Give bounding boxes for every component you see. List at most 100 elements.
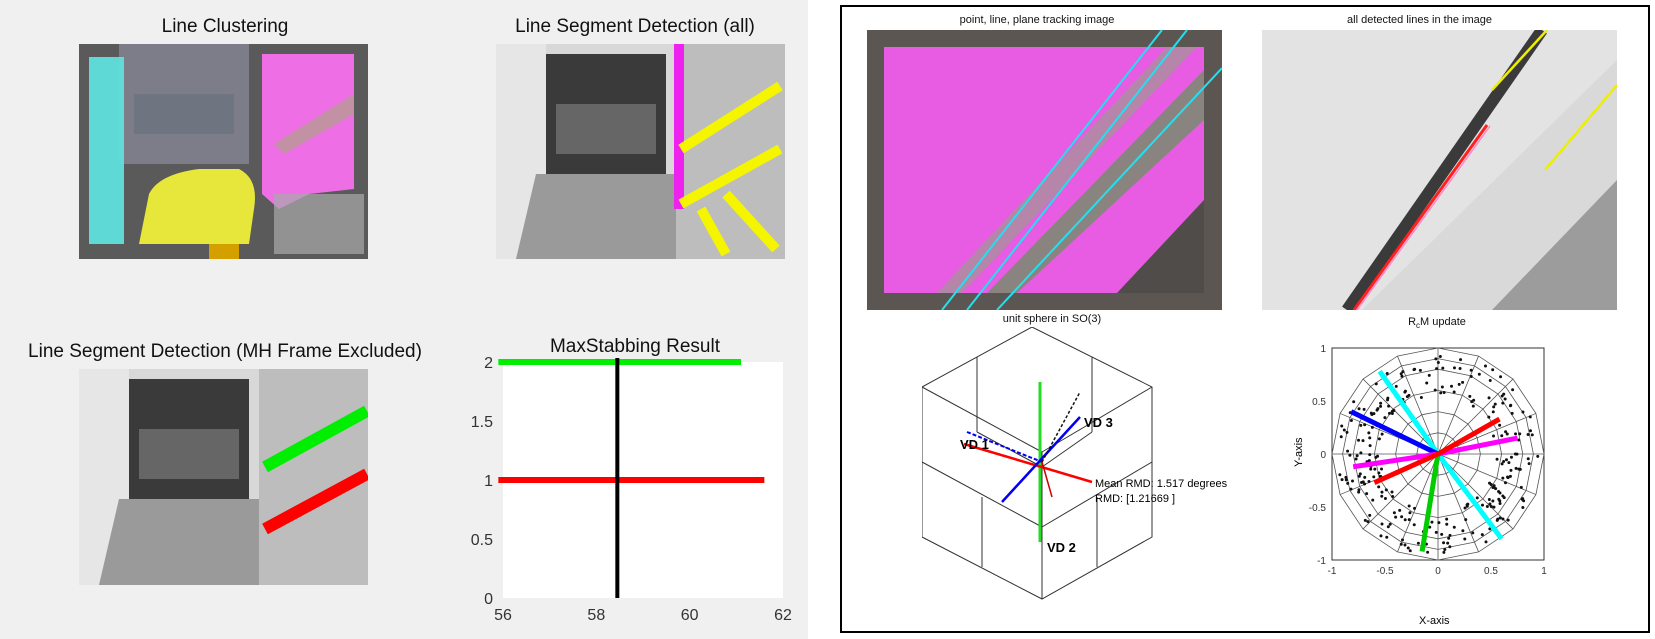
scatter-point — [1506, 518, 1510, 522]
scatter-point — [1430, 520, 1434, 524]
x-tick-label: 56 — [494, 607, 512, 624]
vd1-label: VD 1 — [960, 437, 989, 452]
scatter-point — [1374, 455, 1378, 459]
vd3-label: VD 3 — [1084, 415, 1113, 430]
scatter-point — [1528, 429, 1532, 433]
y-tick-label: 0.5 — [1312, 397, 1326, 408]
scatter-point — [1443, 548, 1447, 552]
scatter-point — [1505, 432, 1509, 436]
scatter-point — [1399, 372, 1403, 376]
scatter-point — [1338, 473, 1342, 477]
vd2-label: VD 2 — [1047, 540, 1076, 555]
scatter-point — [1387, 411, 1391, 415]
scatter-point — [1487, 498, 1491, 502]
scatter-point — [1493, 402, 1497, 406]
x-tick-label: 0 — [1435, 566, 1441, 577]
scatter-point — [1368, 513, 1372, 517]
scatter-point — [1427, 373, 1431, 377]
scatter-point — [1385, 535, 1389, 539]
scatter-point — [1440, 385, 1444, 389]
scatter-point — [1357, 488, 1361, 492]
scatter-point — [1349, 418, 1353, 422]
line-clustering-title: Line Clustering — [161, 16, 289, 37]
lsd-all-title: Line Segment Detection (all) — [515, 16, 755, 37]
rcm-vector-2 — [1349, 409, 1440, 457]
scatter-point — [1442, 550, 1446, 554]
scatter-point — [1361, 439, 1365, 443]
scatter-point — [1508, 474, 1512, 478]
scatter-point — [1355, 454, 1359, 458]
scatter-point — [1372, 475, 1376, 479]
scatter-point — [1441, 366, 1445, 370]
scatter-point — [1505, 475, 1509, 479]
scatter-point — [1507, 461, 1511, 465]
scatter-point — [1428, 525, 1432, 529]
scatter-point — [1367, 459, 1371, 463]
scatter-point — [1387, 404, 1391, 408]
rcm-vector-4 — [1437, 435, 1518, 457]
x-tick-label: 1 — [1541, 566, 1547, 577]
scatter-point — [1369, 411, 1373, 415]
scatter-point — [1461, 529, 1465, 533]
scatter-point — [1435, 367, 1439, 371]
rcm-vector-3 — [1419, 453, 1441, 552]
scatter-point — [1401, 370, 1405, 374]
scatter-point — [1513, 452, 1517, 456]
scatter-point — [1498, 491, 1502, 495]
scatter-point — [1403, 543, 1407, 547]
scatter-point — [1419, 395, 1423, 399]
scatter-point — [1481, 503, 1485, 507]
scatter-point — [1408, 549, 1412, 553]
scatter-point — [1504, 430, 1508, 434]
scatter-point — [1526, 432, 1530, 436]
scatter-point — [1359, 451, 1363, 455]
scatter-point — [1383, 416, 1387, 420]
scatter-point — [1463, 537, 1467, 541]
scatter-point — [1425, 381, 1429, 385]
polar-spoke — [1362, 453, 1439, 530]
scatter-point — [1502, 496, 1506, 500]
scatter-point — [1498, 516, 1502, 520]
right-figure-window: point, line, plane tracking image all de… — [840, 5, 1650, 633]
scatter-point — [1488, 379, 1492, 383]
y-tick-label: 0 — [484, 591, 493, 608]
x-tick-label: 58 — [587, 607, 605, 624]
scatter-point — [1352, 400, 1356, 404]
x-tick-label: -1 — [1328, 566, 1337, 577]
maxstabbing-title: MaxStabbing Result — [549, 336, 721, 357]
y-tick-label: 1 — [484, 473, 493, 490]
tracking-title: point, line, plane tracking image — [959, 14, 1115, 26]
lsd-all-image — [496, 44, 785, 259]
scatter-point — [1471, 404, 1475, 408]
scatter-point — [1398, 508, 1402, 512]
scatter-point — [1459, 358, 1463, 362]
rcm-vector-0 — [1436, 452, 1504, 541]
line-clustering-image — [79, 44, 368, 259]
scatter-point — [1457, 382, 1461, 386]
scatter-point — [1368, 436, 1372, 440]
scatter-point — [1488, 502, 1492, 506]
scatter-point — [1440, 532, 1444, 536]
scatter-point — [1433, 388, 1437, 392]
scatter-point — [1492, 484, 1496, 488]
scatter-point — [1358, 472, 1362, 476]
scatter-point — [1448, 545, 1452, 549]
scatter-point — [1366, 520, 1370, 524]
scatter-point — [1470, 400, 1474, 404]
scatter-point — [1442, 390, 1446, 394]
scatter-point — [1386, 525, 1390, 529]
scatter-point — [1487, 396, 1491, 400]
scatter-point — [1374, 382, 1378, 386]
scatter-point — [1489, 505, 1493, 509]
scatter-point — [1379, 404, 1383, 408]
scatter-point — [1464, 518, 1468, 522]
rmd-text: RMD: [1.21669 ] — [1095, 493, 1175, 505]
y-tick-label: 2 — [484, 355, 493, 372]
scatter-point — [1380, 522, 1384, 526]
scatter-point — [1379, 534, 1383, 538]
scatter-point — [1436, 361, 1440, 365]
scatter-point — [1504, 458, 1508, 462]
scatter-point — [1403, 518, 1407, 522]
scatter-point — [1434, 530, 1438, 534]
